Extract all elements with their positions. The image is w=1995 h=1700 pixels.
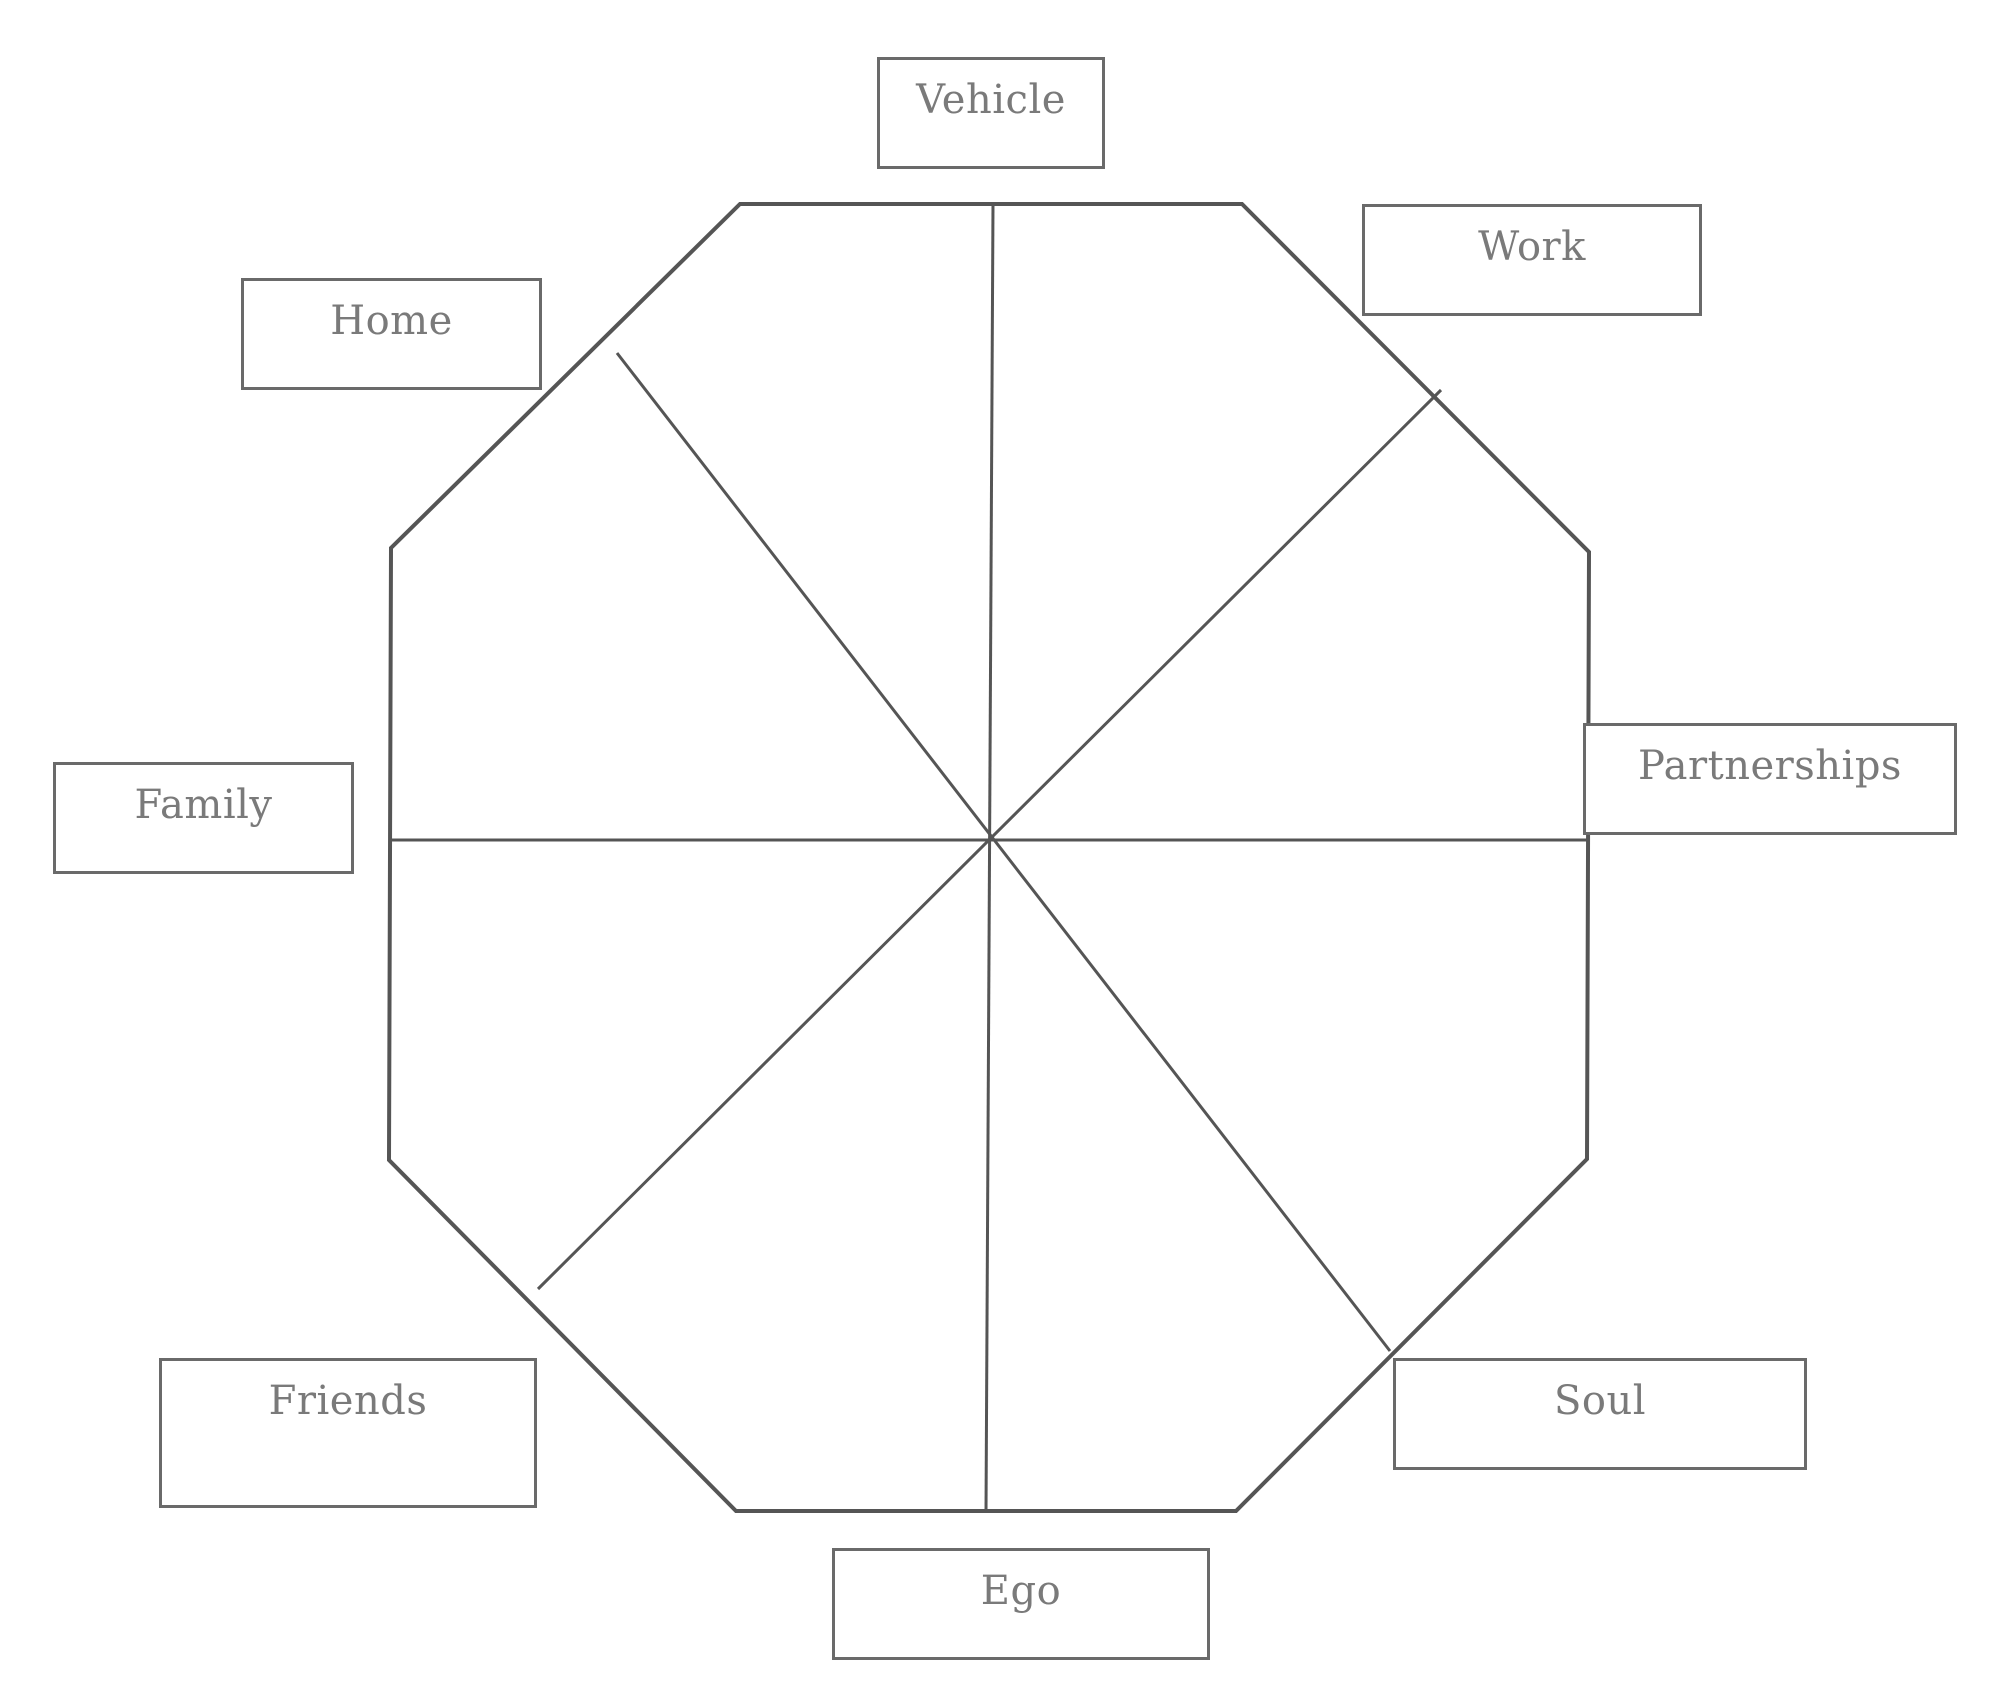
divider-diagonal-descending	[615, 352, 1392, 1352]
label-work: Work	[1362, 204, 1702, 316]
octagon-outline	[386, 202, 1592, 1513]
label-vehicle: Vehicle	[877, 57, 1105, 169]
label-family: Family	[53, 762, 354, 874]
label-home: Home	[241, 278, 542, 390]
label-partnerships: Partnerships	[1583, 723, 1957, 835]
label-friends: Friends	[159, 1358, 537, 1508]
label-soul: Soul	[1393, 1358, 1807, 1470]
divider-diagonal-ascending	[536, 388, 1443, 1291]
divider-vertical	[984, 203, 995, 1512]
label-ego: Ego	[832, 1548, 1210, 1660]
